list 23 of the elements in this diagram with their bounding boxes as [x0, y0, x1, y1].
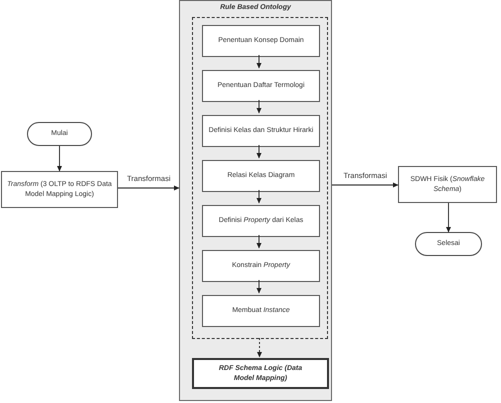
- arrow: [446, 202, 451, 232]
- process-box: [202, 295, 320, 327]
- process-box: [202, 115, 320, 147]
- process-box: [202, 250, 320, 282]
- process-box: [202, 205, 320, 237]
- process-box: [202, 25, 320, 57]
- process-box: [398, 166, 497, 203]
- dashed-group-box: [192, 17, 328, 339]
- process-box: [1, 171, 118, 208]
- arrow: [57, 146, 62, 172]
- process-box: [202, 160, 320, 192]
- process-box: [202, 70, 320, 102]
- arrow: [256, 144, 262, 158]
- arrow: [332, 182, 398, 188]
- ontology-panel: [179, 0, 332, 401]
- arrow: [256, 100, 262, 114]
- arrow: [256, 54, 262, 68]
- arrow: [256, 190, 262, 204]
- arrow: [257, 338, 262, 358]
- arrow: [256, 280, 262, 294]
- arrow: [118, 186, 180, 190]
- arrow: [256, 234, 262, 248]
- process-box: [192, 358, 329, 389]
